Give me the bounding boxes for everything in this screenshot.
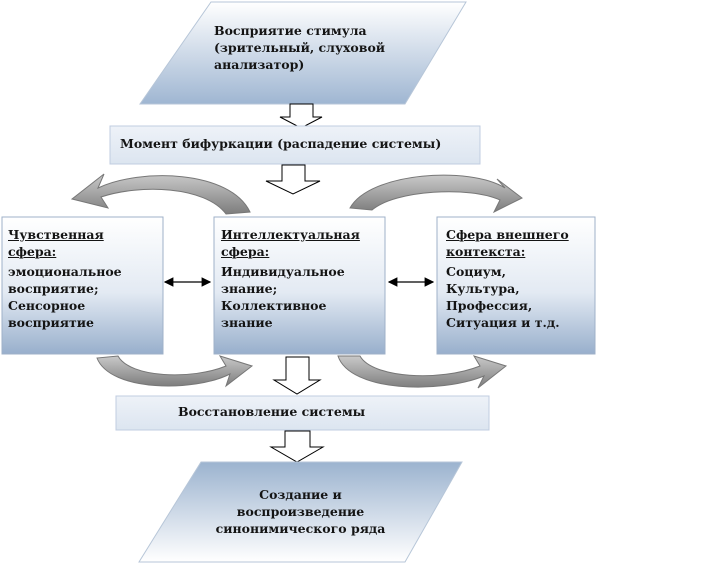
down-arrow-4 [269, 430, 325, 463]
sensory-box [1, 216, 164, 355]
result-label: Создание и воспроизведение синонимическо… [215, 487, 386, 536]
down-arrow-1 [279, 103, 323, 129]
stimulus-shape [139, 1, 467, 105]
sensory-body: эмоциональное восприятие; Сенсорное восп… [8, 264, 122, 330]
down-arrow-2 [265, 164, 321, 195]
restoration-label: Восстановление системы [178, 404, 366, 419]
result-shape [138, 461, 463, 563]
stimulus-label: Восприятие стимула (зрительный, слуховой… [214, 23, 386, 72]
restoration-bar [115, 395, 490, 431]
curved-arrow-top-left [70, 173, 251, 215]
external-body: Социум, Культура, Профессия, Ситуация и … [446, 264, 560, 330]
bifurcation-bar [109, 125, 481, 165]
external-box [436, 216, 596, 355]
curved-arrow-bottom-left [96, 355, 254, 388]
sensory-title: Чувственная сфера: [8, 227, 104, 259]
intellectual-title: Интеллектуальная сфера: [221, 227, 360, 259]
curved-arrow-bottom-right [337, 355, 508, 389]
curved-arrow-top-right [349, 174, 523, 214]
intellectual-box [213, 216, 386, 355]
intellectual-body: Индивидуальное знание; Коллективное знан… [221, 264, 345, 330]
bifurcation-label: Момент бифуркации (распадение системы) [120, 136, 442, 151]
external-title: Сфера внешнего контекста: [446, 227, 569, 259]
down-arrow-3 [272, 356, 322, 395]
